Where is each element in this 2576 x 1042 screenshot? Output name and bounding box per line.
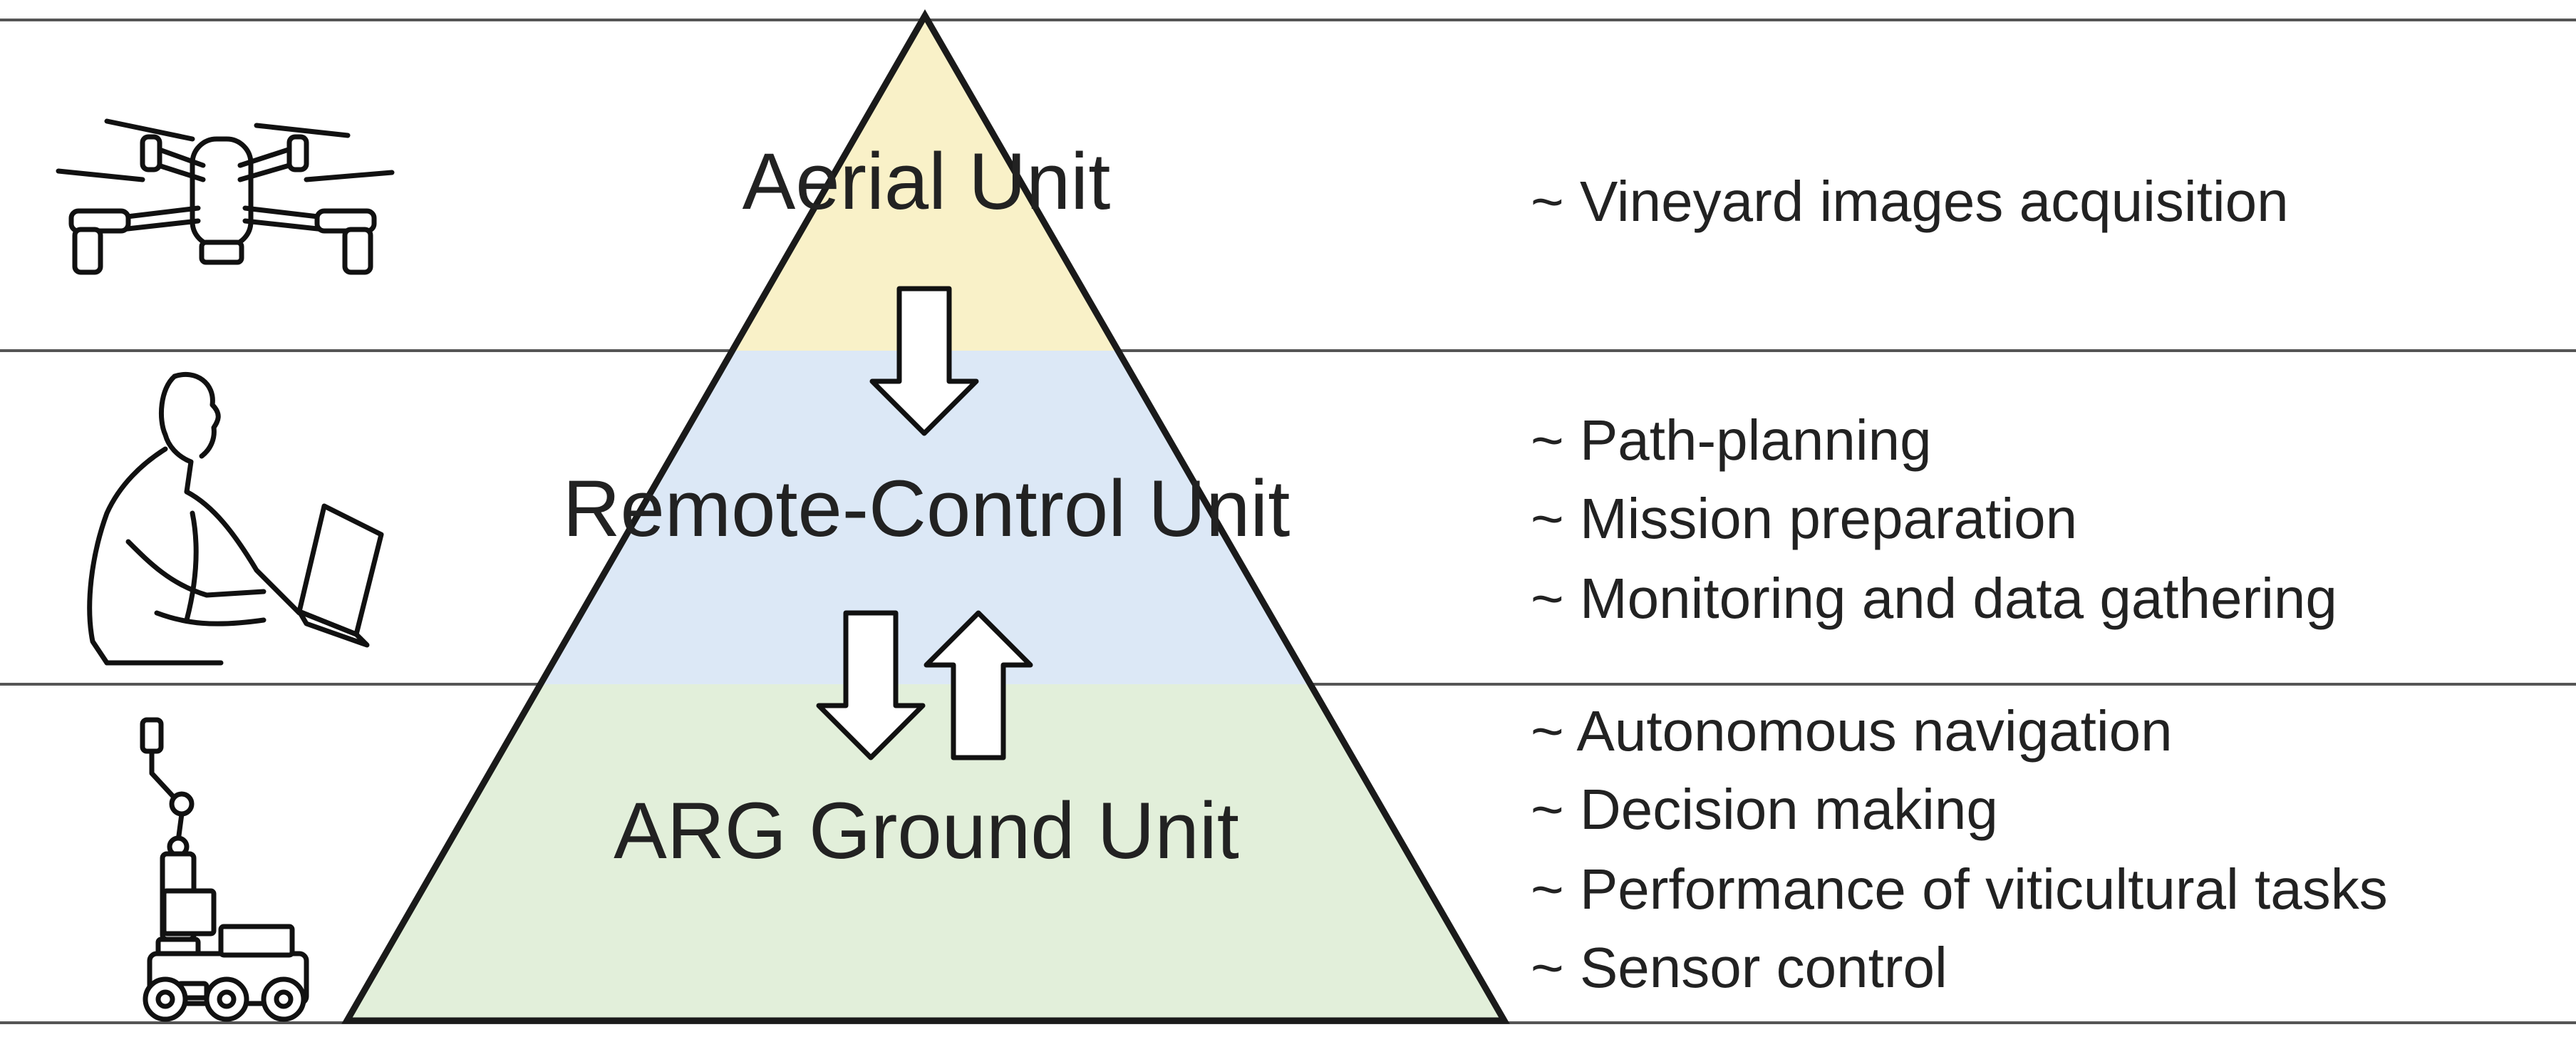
remote-task-list: ~ Path-planning ~ Mission preparation ~ … xyxy=(1531,408,2337,630)
down-arrow-remote-to-ground xyxy=(816,610,926,760)
pyramid-band-ground xyxy=(347,684,1504,1021)
pyramid-band-aerial xyxy=(734,20,1117,351)
operator-laptop-icon xyxy=(87,371,384,666)
ground-unit-label: ARG Ground Unit xyxy=(614,786,1239,875)
task-item: ~ Sensor control xyxy=(1531,936,1947,999)
pyramid-outline xyxy=(341,9,1510,1024)
up-arrow-ground-to-remote xyxy=(924,610,1033,760)
ground-robot-icon xyxy=(140,717,309,1022)
task-item: ~ Vineyard images acquisition xyxy=(1531,170,2289,233)
aerial-task-list: ~ Vineyard images acquisition xyxy=(1531,170,2289,233)
down-arrow-aerial-to-remote xyxy=(869,286,979,436)
remote-control-unit-label: Remote-Control Unit xyxy=(563,464,1290,553)
task-item: ~ Path-planning xyxy=(1531,408,1932,472)
task-item: ~ Performance of viticultural tasks xyxy=(1531,857,2388,921)
task-item: ~ Monitoring and data gathering xyxy=(1531,567,2337,630)
pyramid-band-remote xyxy=(541,351,1310,684)
ground-task-list: ~ Autonomous navigation ~ Decision makin… xyxy=(1531,699,2388,999)
task-item: ~ Mission preparation xyxy=(1531,487,2077,550)
task-item: ~ Decision making xyxy=(1531,778,1998,841)
aerial-unit-label: Aerial Unit xyxy=(743,137,1111,226)
task-item: ~ Autonomous navigation xyxy=(1531,699,2173,763)
drone-icon xyxy=(56,118,395,275)
